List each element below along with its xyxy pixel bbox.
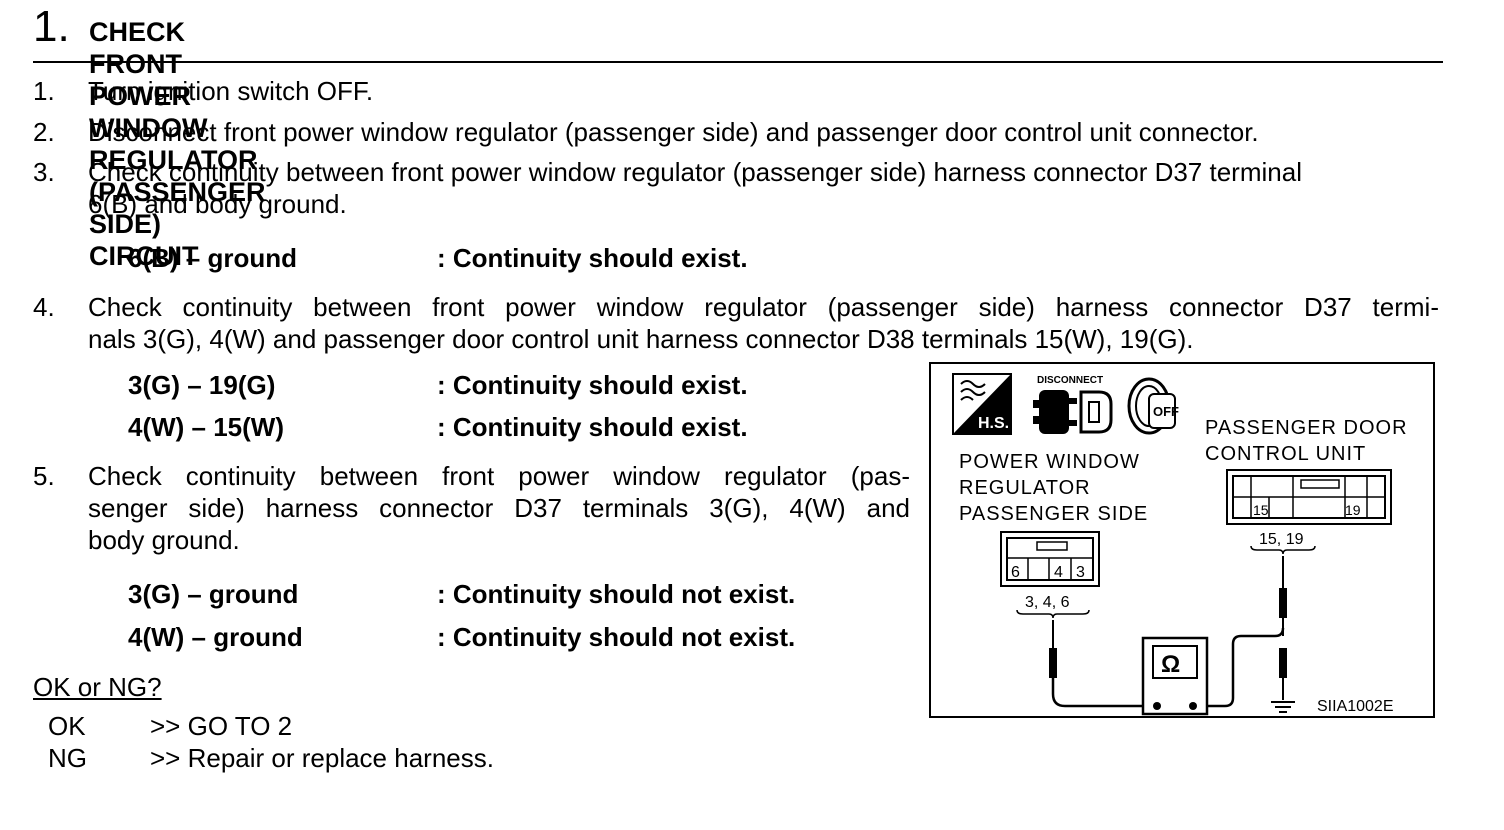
meter-symbol: Ω	[1161, 651, 1180, 678]
step-4-text-line-2: nals 3(G), 4(W) and passenger door contr…	[88, 324, 1194, 354]
ground-icon	[1271, 701, 1295, 713]
icon-disconnect-label: DISCONNECT	[1037, 375, 1103, 386]
step-2-number: 2.	[33, 117, 55, 147]
right-connector: 15 19	[1226, 469, 1392, 525]
header-divider	[33, 61, 1443, 63]
left-connector-title-2: REGULATOR	[959, 477, 1091, 499]
step-1-number: 1.	[33, 76, 55, 106]
right-connector-title-2: CONTROL UNIT	[1205, 443, 1366, 465]
left-terminal-3: 3	[1076, 564, 1085, 581]
disconnect-connector-icon: DISCONNECT	[1033, 375, 1113, 434]
wiring-diagram-svg: H.S. DISCONNECT OFF POWER WINDOW REGULAT…	[952, 373, 1408, 716]
step-5-text-line-3: body ground.	[88, 525, 240, 555]
ignition-off-icon: OFF	[1127, 377, 1179, 435]
step-3-spec-terminals: 6(B) – ground	[128, 243, 297, 273]
step-5-text-line-1: Check continuity between front power win…	[88, 461, 910, 491]
answer-ok-action: >> GO TO 2	[150, 711, 293, 741]
step-5-line-2-wrap: senger side) harness connector D37 termi…	[88, 492, 910, 524]
figure-code: SIIA1002E	[1317, 698, 1394, 715]
step-title: CHECK FRONT POWER WINDOW REGULATOR (PASS…	[89, 17, 266, 271]
step-4-spec-1-result: : Continuity should exist.	[437, 370, 748, 400]
step-2-text: Disconnect front power window regulator …	[88, 117, 1259, 147]
answer-ok-key: OK	[48, 711, 86, 741]
step-5-spec-1-result: : Continuity should not exist.	[437, 579, 796, 609]
step-4-line-1-wrap: Check continuity between front power win…	[88, 291, 1439, 323]
step-3-text-line-2: 6(B) and body ground.	[88, 189, 347, 219]
right-connector-title-1: PASSENGER DOOR	[1205, 417, 1408, 439]
left-connector-title-1: POWER WINDOW	[959, 451, 1140, 473]
step-4-number: 4.	[33, 292, 55, 322]
right-terminal-19: 19	[1345, 502, 1361, 518]
left-connector: 6 4 3	[1000, 531, 1100, 587]
left-terminal-6: 6	[1011, 564, 1020, 581]
step-3-number: 3.	[33, 157, 55, 187]
step-5-number: 5.	[33, 461, 55, 491]
left-probe-label: 3, 4, 6	[1025, 594, 1070, 611]
ohmmeter-icon: Ω	[1141, 636, 1209, 716]
right-terminal-15: 15	[1253, 502, 1269, 518]
icon-hs-label: H.S.	[978, 415, 1009, 432]
step-1-text: Turn ignition switch OFF.	[88, 76, 374, 106]
step-5-spec-2-terminals: 4(W) – ground	[128, 622, 303, 652]
step-4-spec-1-terminals: 3(G) – 19(G)	[128, 370, 276, 400]
step-4-spec-2-terminals: 4(W) – 15(W)	[128, 412, 284, 442]
step-5-text-line-2: senger side) harness connector D37 termi…	[88, 493, 910, 523]
step-5-spec-1-terminals: 3(G) – ground	[128, 579, 299, 609]
step-5-spec-2-result: : Continuity should not exist.	[437, 622, 796, 652]
answer-ng-action: >> Repair or replace harness.	[150, 743, 494, 773]
step-4-spec-2-result: : Continuity should exist.	[437, 412, 748, 442]
decision-question: OK or NG?	[33, 672, 162, 702]
test-leads	[1049, 556, 1287, 708]
wiring-diagram: H.S. DISCONNECT OFF POWER WINDOW REGULAT…	[929, 362, 1435, 718]
left-terminal-4: 4	[1054, 564, 1063, 581]
icon-off-label: OFF	[1153, 404, 1179, 419]
right-probe-label: 15, 19	[1259, 531, 1304, 548]
left-connector-title-3: PASSENGER SIDE	[959, 503, 1148, 525]
answer-ng-key: NG	[48, 743, 87, 773]
step-3-spec-result: : Continuity should exist.	[437, 243, 748, 273]
step-number: 1.	[33, 2, 70, 51]
step-4-text-line-1: Check continuity between front power win…	[88, 292, 1439, 322]
harness-icon: H.S.	[952, 373, 1012, 435]
step-3-text-line-1: Check continuity between front power win…	[88, 157, 1302, 187]
step-5-line-1-wrap: Check continuity between front power win…	[88, 460, 910, 492]
